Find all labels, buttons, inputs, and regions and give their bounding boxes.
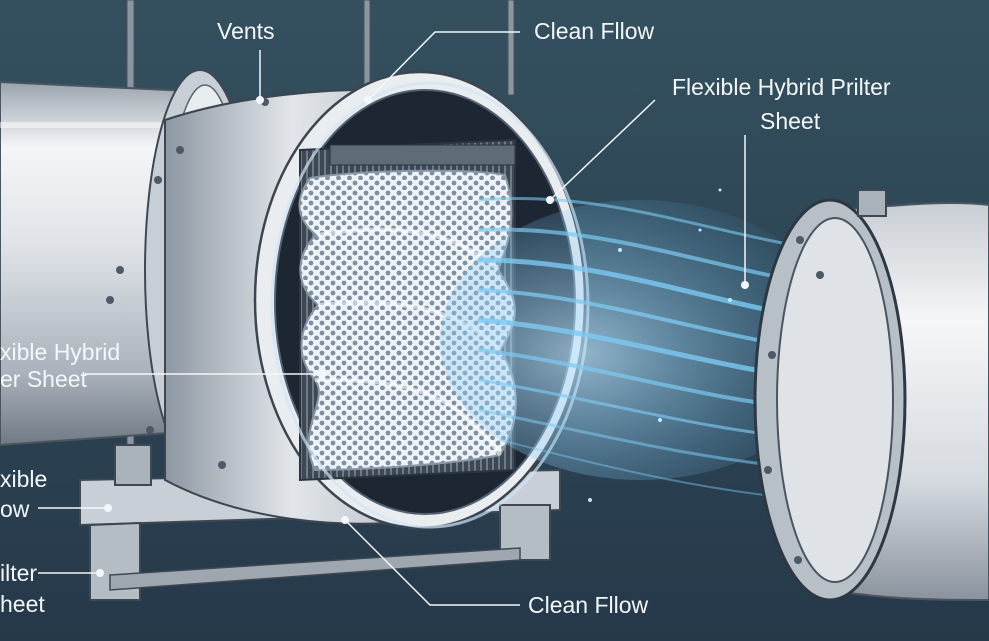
leader-clean-flow-top bbox=[367, 31, 520, 101]
label-clean-flow-bottom: Clean Fllow bbox=[528, 592, 649, 618]
label-flexible-flow-line1: xible bbox=[0, 466, 48, 492]
label-filter-sheet-line1: ilter bbox=[0, 560, 38, 586]
label-flexible-flow-line2: ow bbox=[0, 496, 30, 522]
label-filter-right-line1: Flexible Hybrid Prilter bbox=[672, 74, 891, 100]
label-filter-sheet-line2: heet bbox=[0, 591, 45, 617]
leader-clean-flow-bottom bbox=[344, 519, 520, 606]
label-clean-flow-top: Clean Fllow bbox=[534, 18, 655, 44]
label-filter-right-line2: Sheet bbox=[760, 108, 821, 134]
label-filter-left-line1: xible Hybrid bbox=[0, 339, 121, 365]
label-filter-left-line2: er Sheet bbox=[0, 366, 87, 392]
leader-filter-right-top bbox=[549, 99, 656, 201]
label-vents: Vents bbox=[217, 18, 275, 44]
